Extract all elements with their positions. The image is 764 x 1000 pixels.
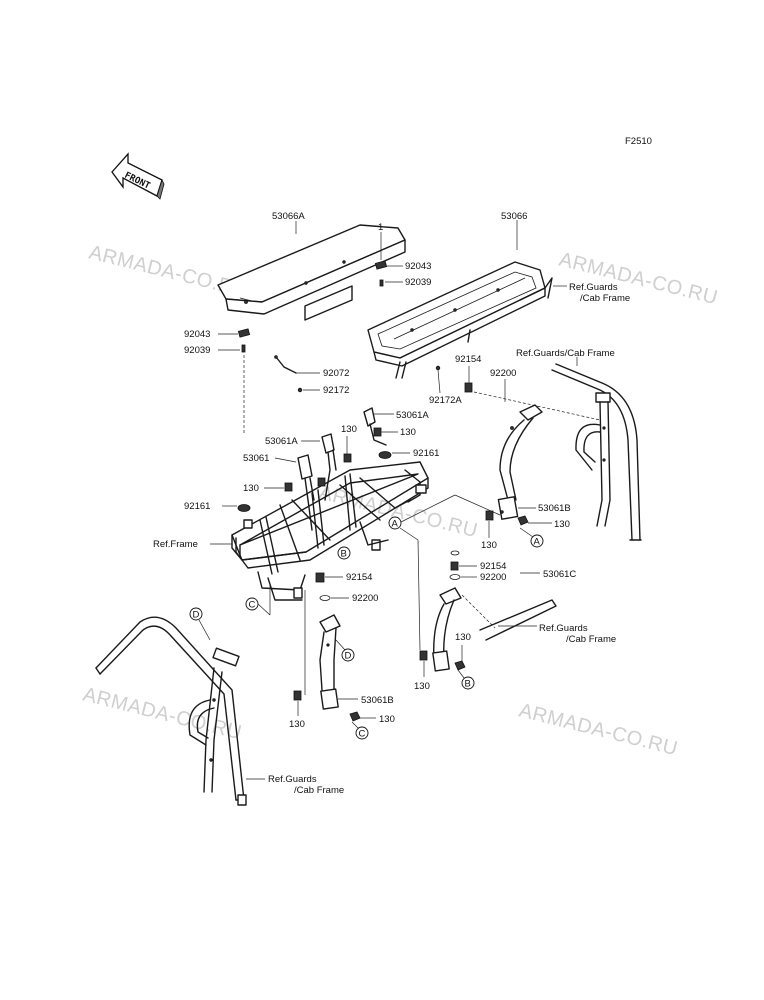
rivet-92172 [297, 387, 303, 393]
bolt-92154-upper [464, 382, 473, 393]
nut-130-j [349, 711, 361, 722]
ref-guards-d-line2: /Cab Frame [294, 785, 344, 796]
label-92200-c: 92200 [480, 572, 506, 583]
bolt-130-g [419, 650, 428, 661]
label-53061B-b: 53061B [361, 695, 394, 706]
bolt-130-c [284, 482, 293, 492]
label-92043-a: 92043 [405, 261, 431, 272]
bracket-92043-right [374, 260, 388, 287]
washer-92200-center [319, 595, 331, 601]
label-53061C: 53061C [543, 569, 576, 580]
label-53066: 53066 [501, 211, 527, 222]
watermark-3: ARMADA-CO.RU [317, 482, 480, 543]
rivet-92172A [435, 365, 441, 371]
label-92154-a: 92154 [455, 354, 481, 365]
ref-guards-a-line2: /Cab Frame [580, 293, 630, 304]
label-92161-a: 92161 [413, 448, 439, 459]
label-130-g: 130 [414, 681, 430, 692]
label-53061A-b: 53061A [265, 436, 298, 447]
callout-D-2 [341, 648, 355, 662]
callout-B-1 [337, 546, 351, 560]
bolt-130-d [317, 477, 326, 487]
seat-backrest [367, 261, 553, 379]
label-92154-c: 92154 [480, 561, 506, 572]
svg-text:A: A [392, 519, 399, 530]
figure-code: F2510 [625, 136, 652, 147]
grommet-92161-left [237, 504, 251, 512]
svg-text:A: A [534, 537, 541, 548]
nut-130-h [454, 660, 466, 671]
washer-92200-lower [449, 574, 461, 580]
svg-text:B: B [465, 679, 471, 690]
strap-92072 [274, 355, 297, 374]
label-130-b: 130 [341, 424, 357, 435]
bolt-92154-center [315, 572, 325, 583]
buckle-53061A-right [363, 407, 387, 446]
label-92039-a: 92039 [405, 277, 431, 288]
label-92172: 92172 [323, 385, 349, 396]
bolt-92154-lower [450, 561, 459, 571]
label-92039-b: 92039 [184, 345, 210, 356]
ref-frame: Ref.Frame [153, 539, 198, 550]
label-53061: 53061 [243, 453, 269, 464]
label-130-f: 130 [554, 519, 570, 530]
buckle-53061A-left [321, 433, 337, 501]
seat-belt-center [319, 614, 341, 710]
label-130-a: 130 [400, 427, 416, 438]
label-92200-b: 92200 [352, 593, 378, 604]
bolt-130-i [293, 690, 302, 701]
bolt-130-b [343, 453, 352, 463]
label-130-h: 130 [455, 632, 471, 643]
seat-belt-right-upper [497, 404, 543, 520]
grommet-92161-right [378, 451, 392, 459]
seat-frame [231, 461, 429, 601]
label-53061A-a: 53061A [396, 410, 429, 421]
cab-frame-right-rear [551, 363, 642, 541]
bolt-130-e [485, 510, 494, 521]
label-130-c: 130 [243, 483, 259, 494]
label-92072: 92072 [323, 368, 349, 379]
label-92172A: 92172A [429, 395, 462, 406]
label-1: 1 [378, 222, 383, 233]
bracket-92043-left [237, 328, 251, 353]
label-92200-a: 92200 [490, 368, 516, 379]
callout-D-1 [189, 607, 203, 621]
ref-guards-c-line1: Ref.Guards [539, 623, 588, 634]
label-130-i: 130 [289, 719, 305, 730]
ref-guards-b: Ref.Guards/Cab Frame [516, 348, 615, 359]
label-53066A: 53066A [272, 211, 305, 222]
cab-frame-left-front [95, 616, 247, 806]
front-arrow-icon: FRONT [111, 152, 165, 200]
label-53061B-a: 53061B [538, 503, 571, 514]
svg-text:C: C [359, 729, 366, 740]
ref-guards-d-line1: Ref.Guards [268, 774, 317, 785]
label-92043-b: 92043 [184, 329, 210, 340]
seat-belt-right-lower [432, 587, 557, 672]
svg-text:D: D [193, 610, 200, 621]
label-92161-b: 92161 [184, 501, 210, 512]
label-130-e: 130 [481, 540, 497, 551]
nut-130-f [517, 515, 529, 526]
svg-text:D: D [345, 651, 352, 662]
ref-guards-c-line2: /Cab Frame [566, 634, 616, 645]
ref-guards-a-line1: Ref.Guards [569, 282, 618, 293]
callout-B-2 [461, 676, 475, 690]
label-92154-b: 92154 [346, 572, 372, 583]
buckle-53061 [297, 454, 315, 531]
callout-A-1 [388, 516, 402, 530]
callout-A-2 [530, 534, 544, 548]
watermark-5: ARMADA-CO.RU [517, 700, 680, 761]
svg-text:C: C [249, 600, 256, 611]
callout-C-2 [355, 726, 369, 740]
svg-text:B: B [341, 549, 347, 560]
label-130-j: 130 [379, 714, 395, 725]
bolt-130-a [373, 427, 382, 437]
seat-cushion [217, 224, 406, 321]
